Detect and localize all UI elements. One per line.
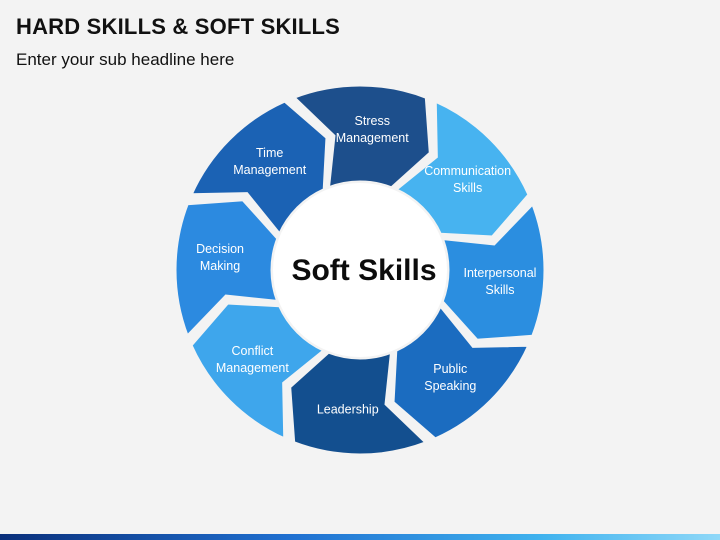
segment-label-time-management: Time Management (233, 146, 307, 178)
segment-label-conflict-management: Conflict Management (215, 344, 289, 376)
segment-public-speaking (391, 302, 532, 441)
segment-label-interpersonal-skills: Interpersonal Skills (463, 266, 537, 298)
segment-label-public-speaking: Public Speaking (424, 361, 477, 393)
segment-label-communication-skills: Communication Skills (424, 163, 512, 195)
page-subtitle: Enter your sub headline here (16, 50, 235, 69)
segment-decision-making (173, 198, 281, 340)
segment-time-management (188, 99, 329, 238)
segment-communication-skills (392, 98, 531, 239)
segment-leadership (288, 349, 430, 457)
segment-stress-management (290, 83, 432, 191)
segment-label-leadership: Leadership (316, 402, 379, 417)
segment-label-stress-management: Stress Management (335, 114, 409, 146)
segment-label-decision-making: Decision Making (196, 241, 244, 273)
center-label: Soft Skills (291, 254, 437, 287)
segment-conflict-management (189, 301, 328, 442)
center-circle (273, 183, 447, 357)
segment-interpersonal-skills (439, 200, 547, 342)
page-title: HARD SKILLS & SOFT SKILLS (16, 14, 340, 39)
bottom-accent-bar (0, 534, 720, 540)
